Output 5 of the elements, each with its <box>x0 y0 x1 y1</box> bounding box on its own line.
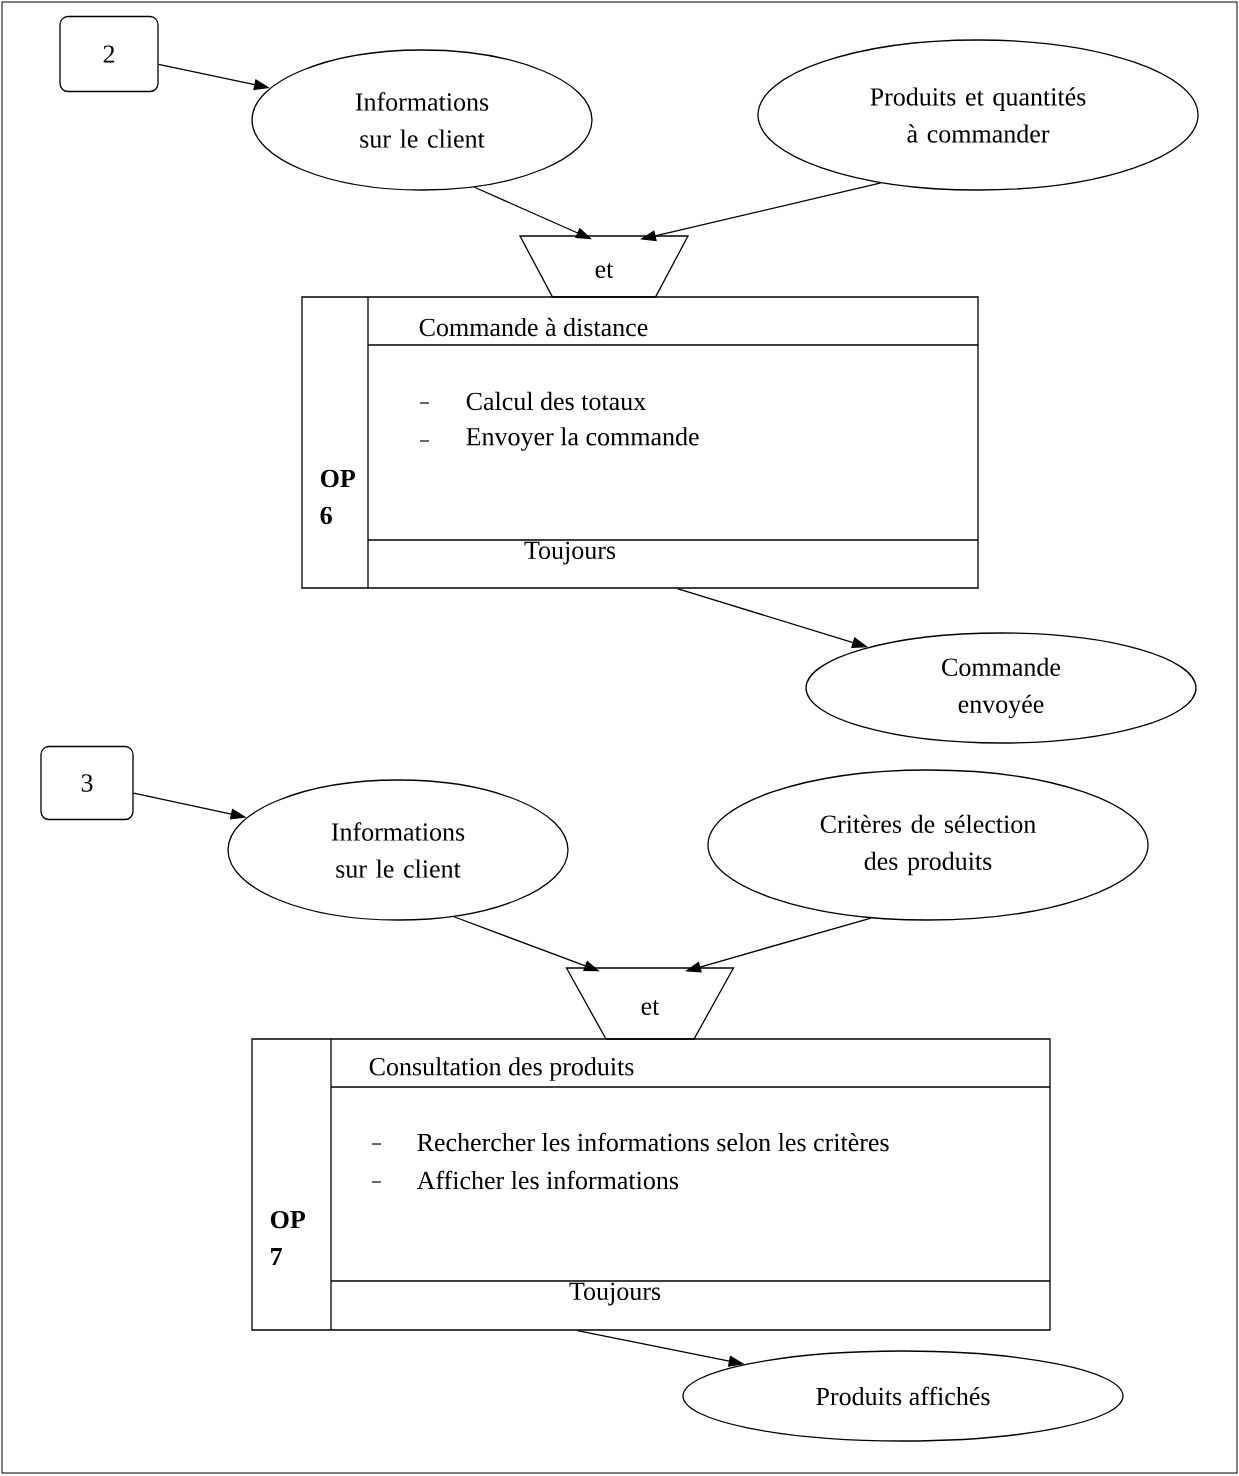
operation-box: OP 7 Consultation des produits Rechercher les informations selon les critères Afficher les informations Toujours <box>251 1038 1051 1331</box>
operation-box: OP 6 Commande à distance Calcul des totaux Envoyer la commande Toujours <box>301 296 979 589</box>
connector-box: 3 <box>40 745 134 821</box>
synchronization-trapezoid: et <box>565 967 735 1040</box>
connector-box: 2 <box>59 15 159 93</box>
